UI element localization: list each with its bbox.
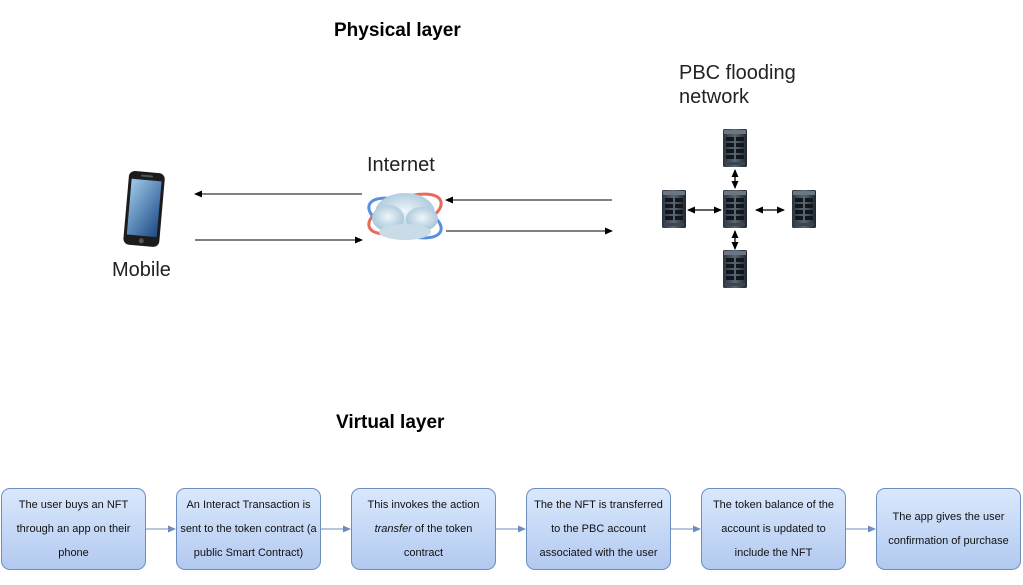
step-confirmation: The app gives the user confirmation of p… [876, 488, 1021, 570]
step-user-buys-nft: The user buys an NFT through an app on t… [1, 488, 146, 570]
step-text-emphasis: transfer [374, 523, 412, 535]
server-icon [723, 190, 747, 228]
step-text-post: of the token contract [403, 523, 473, 559]
pbc-network-label: PBC flooding network [679, 61, 796, 109]
step-text: This invokes the action transfer of the … [354, 493, 493, 565]
server-icon [723, 129, 747, 167]
step-balance-updated: The token balance of the account is upda… [701, 488, 846, 570]
step-text: The the NFT is transferred to the PBC ac… [534, 499, 663, 559]
physical-layer-title: Physical layer [334, 20, 461, 41]
step-text-pre: This invokes the action [367, 499, 480, 511]
step-invoke-transfer: This invokes the action transfer of the … [351, 488, 496, 570]
internet-label: Internet [367, 154, 435, 176]
server-icon [792, 190, 816, 228]
smartphone-icon [123, 170, 165, 247]
step-text: An Interact Transaction is sent to the t… [180, 499, 317, 559]
server-icon [723, 250, 747, 288]
step-text: The user buys an NFT through an app on t… [16, 499, 131, 559]
internet-cloud-icon [367, 192, 443, 240]
server-icon [662, 190, 686, 228]
mobile-label: Mobile [112, 259, 171, 281]
step-text: The token balance of the account is upda… [712, 499, 835, 559]
pbc-label-line1: PBC flooding [679, 62, 796, 84]
virtual-layer-title: Virtual layer [336, 412, 445, 433]
step-interact-transaction: An Interact Transaction is sent to the t… [176, 488, 321, 570]
step-nft-transferred: The the NFT is transferred to the PBC ac… [526, 488, 671, 570]
step-text: The app gives the user confirmation of p… [888, 511, 1009, 547]
pbc-label-line2: network [679, 86, 750, 108]
